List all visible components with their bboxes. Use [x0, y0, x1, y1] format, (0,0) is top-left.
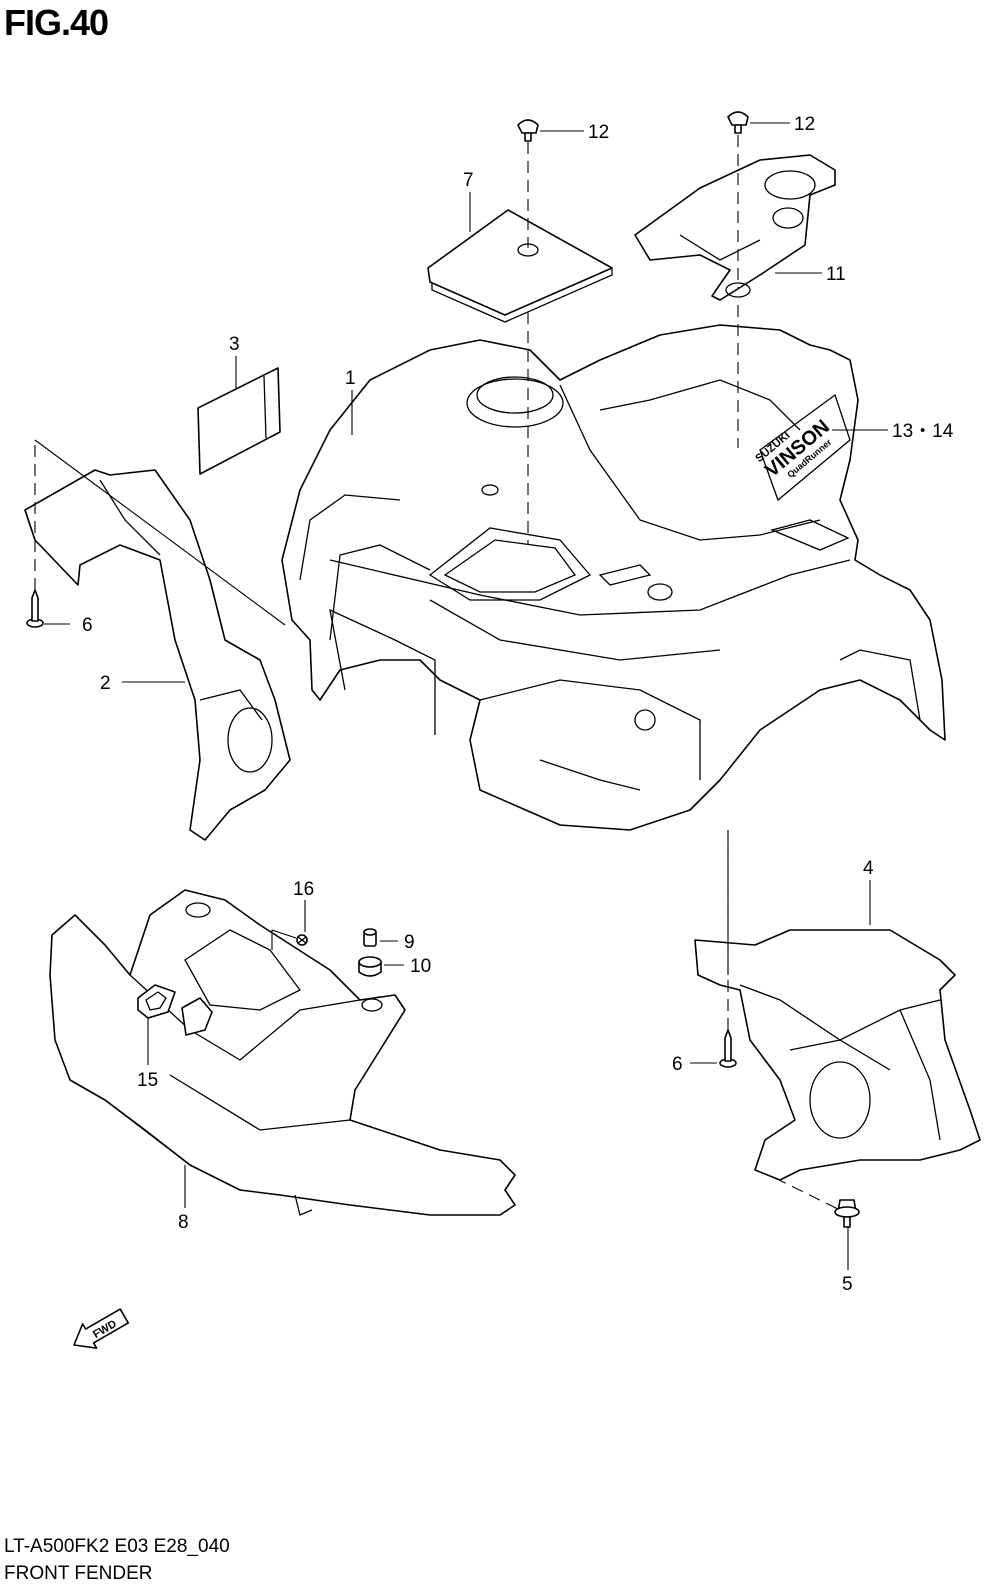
- callout-2: 2: [100, 673, 111, 694]
- part-6-screw-right[interactable]: [719, 1029, 737, 1068]
- part-15-emblem[interactable]: [137, 984, 213, 1036]
- figure-name: FRONT FENDER: [4, 1563, 153, 1584]
- part-12-clip-left[interactable]: [517, 119, 539, 142]
- forward-arrow-icon: FWD: [73, 1308, 130, 1349]
- callout-12-left: 12: [588, 122, 609, 143]
- callout-13-14: 13・14: [892, 421, 954, 442]
- callout-5: 5: [842, 1274, 853, 1295]
- part-6-screw-left[interactable]: [26, 589, 44, 628]
- part-7-cover[interactable]: [427, 209, 613, 323]
- callout-12-right: 12: [794, 114, 815, 135]
- callout-6-left: 6: [82, 615, 93, 636]
- callout-16: 16: [293, 879, 314, 900]
- part-3-pad[interactable]: [197, 367, 281, 475]
- part-16-nut[interactable]: [296, 934, 308, 946]
- callout-15: 15: [137, 1070, 158, 1091]
- figure-model-code: LT-A500FK2 E03 E28_040: [4, 1536, 230, 1557]
- part-10-grommet[interactable]: [358, 956, 382, 977]
- part-4-right-mud-guard[interactable]: [694, 929, 981, 1181]
- callout-10: 10: [410, 956, 431, 977]
- figure-title: FIG.40: [4, 2, 109, 43]
- callout-8: 8: [178, 1212, 189, 1233]
- part-11-upper-cover[interactable]: [634, 154, 836, 301]
- callout-4: 4: [863, 858, 874, 879]
- callout-7: 7: [463, 170, 474, 191]
- part-5-bolt[interactable]: [834, 1199, 860, 1228]
- callout-11: 11: [826, 264, 846, 285]
- fwd-label: FWD: [91, 1318, 119, 1341]
- part-9-collar[interactable]: [363, 928, 377, 947]
- part-8-front-bumper[interactable]: [49, 889, 516, 1216]
- callout-3: 3: [229, 334, 240, 355]
- callout-1: 1: [345, 368, 356, 389]
- callout-9: 9: [404, 932, 415, 953]
- callout-6-right: 6: [672, 1054, 683, 1075]
- part-2-left-mud-guard[interactable]: [24, 469, 291, 841]
- part-1-front-fender[interactable]: [281, 324, 946, 831]
- part-12-clip-right[interactable]: [727, 111, 749, 134]
